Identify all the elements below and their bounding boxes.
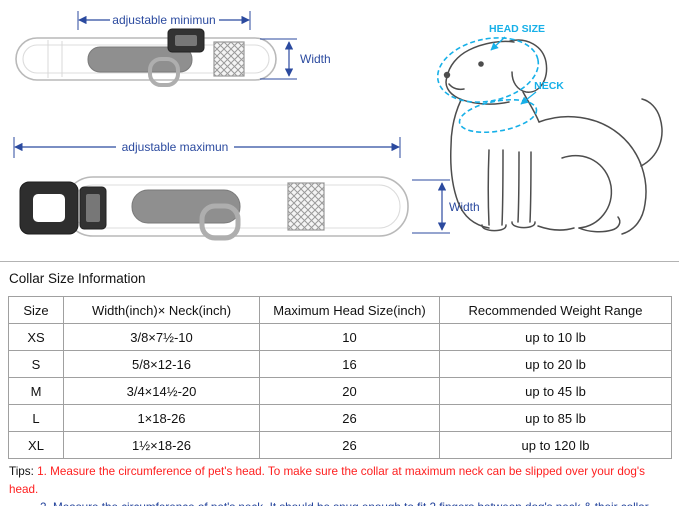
neck-arrow [520, 91, 537, 105]
cell-weight: up to 10 lb [439, 323, 672, 351]
collar-padding [131, 189, 241, 224]
neck-label: NECK [534, 80, 564, 92]
header-weight-range: Recommended Weight Range [439, 296, 672, 324]
collar-diagrams: adjustable minimun Width adjustable maxi… [0, 11, 679, 262]
max-width-label: Width [449, 200, 480, 214]
cell-weight: up to 20 lb [439, 350, 672, 378]
d-ring [199, 203, 241, 241]
tip-line-1: Tips: 1. Measure the circumference of pe… [9, 463, 675, 499]
table-row: S 5/8×12-16 16 up to 20 lb [8, 350, 672, 378]
collar-padding [87, 46, 193, 73]
cell-weight: up to 120 lb [439, 431, 672, 459]
head-size-arrow [490, 36, 506, 51]
cell-weight: up to 45 lb [439, 377, 672, 405]
tips-section: Tips: 1. Measure the circumference of pe… [9, 463, 675, 506]
tip-2-text: 2. Measure the circumference of pet's ne… [40, 501, 651, 506]
cell-width-neck: 1½×18-26 [63, 431, 260, 459]
min-width-label: Width [300, 52, 331, 66]
table-row: XS 3/8×7½-10 10 up to 10 lb [8, 323, 672, 351]
table-row: XL 1½×18-26 26 up to 120 lb [8, 431, 672, 459]
dog-tail [640, 98, 663, 167]
tip-1-text: 1. Measure the circumference of pet's he… [9, 465, 645, 496]
cell-size: XS [8, 323, 64, 351]
cell-head-size: 20 [259, 377, 440, 405]
diagram-canvas: adjustable minimun Width adjustable maxi… [13, 11, 663, 241]
neck-ellipse [458, 98, 538, 134]
cell-width-neck: 3/4×14½-20 [63, 377, 260, 405]
cell-head-size: 10 [259, 323, 440, 351]
tip-line-2: 2. Measure the circumference of pet's ne… [40, 499, 675, 506]
dog-nose [443, 71, 451, 79]
header-max-head-size: Maximum Head Size(inch) [259, 296, 440, 324]
d-ring [148, 57, 180, 87]
cell-head-size: 26 [259, 404, 440, 432]
min-width-annotation: Width [260, 38, 331, 80]
cell-width-neck: 3/8×7½-10 [63, 323, 260, 351]
cell-weight: up to 85 lb [439, 404, 672, 432]
cell-head-size: 16 [259, 350, 440, 378]
cell-size: L [8, 404, 64, 432]
min-dimension-arrow: adjustable minimun [77, 11, 251, 30]
triglide-keeper [287, 182, 325, 231]
header-size: Size [8, 296, 64, 324]
dog-ear [509, 39, 548, 93]
section-title: Collar Size Information [9, 271, 146, 286]
max-dimension-arrow: adjustable maximun [13, 137, 401, 158]
table-header-row: Size Width(inch)× Neck(inch) Maximum Hea… [8, 296, 672, 324]
size-table: Size Width(inch)× Neck(inch) Maximum Hea… [8, 296, 672, 459]
triglide-keeper [213, 41, 245, 77]
cell-size: M [8, 377, 64, 405]
header-width-neck: Width(inch)× Neck(inch) [63, 296, 260, 324]
dog-eye [478, 61, 484, 67]
cell-width-neck: 1×18-26 [63, 404, 260, 432]
head-size-label: HEAD SIZE [489, 23, 545, 35]
max-width-annotation: Width [412, 179, 480, 234]
collar-max-diagram: adjustable maximun Width [13, 137, 480, 241]
cell-width-neck: 5/8×12-16 [63, 350, 260, 378]
table-row: M 3/4×14½-20 20 up to 45 lb [8, 377, 672, 405]
tips-label: Tips: [9, 465, 34, 478]
collar-min-diagram: adjustable minimun Width [15, 11, 331, 87]
cell-size: XL [8, 431, 64, 459]
cell-size: S [8, 350, 64, 378]
adjustable-minimum-label: adjustable minimun [112, 13, 215, 27]
table-row: L 1×18-26 26 up to 85 lb [8, 404, 672, 432]
adjustable-maximum-label: adjustable maximun [122, 140, 229, 154]
cell-head-size: 26 [259, 431, 440, 459]
